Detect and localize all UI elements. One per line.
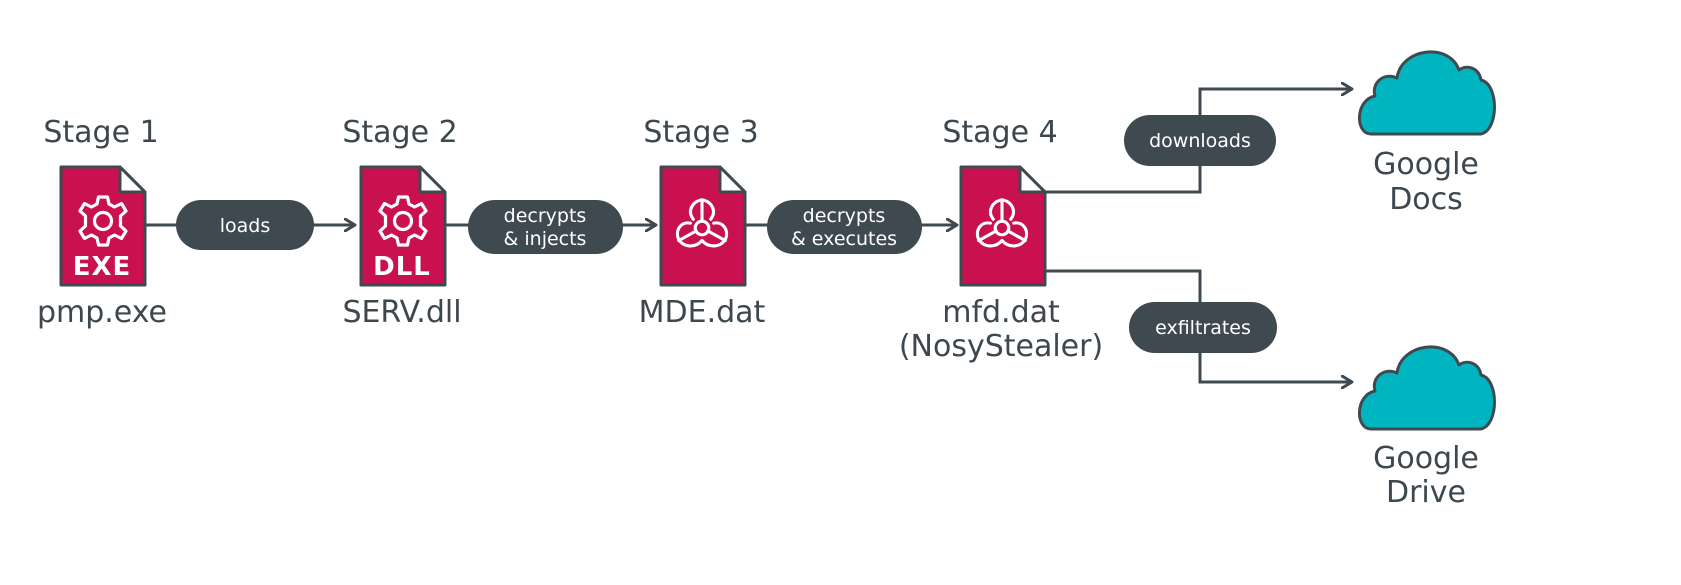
link-label: decrypts xyxy=(504,205,587,227)
dll-file-icon: DLL xyxy=(359,165,447,287)
dat-file-icon xyxy=(659,165,747,287)
link-label: decrypts xyxy=(803,205,886,227)
cloud-icon xyxy=(1357,345,1496,431)
cloud-icon xyxy=(1357,50,1496,136)
exe-file-icon: EXE xyxy=(59,165,147,287)
stage-title: Stage 4 xyxy=(942,115,1057,150)
cloud-target-label: Drive xyxy=(1386,475,1466,510)
link-pill-decrypts-injects: decrypts & injects xyxy=(468,200,623,254)
file-type-badge: EXE xyxy=(73,252,132,282)
dat-file-icon xyxy=(959,165,1047,287)
branch-pill-exfiltrates: exfiltrates xyxy=(1129,302,1277,353)
link-pill-decrypts-executes: decrypts & executes xyxy=(767,200,922,254)
file-name: SERV.dll xyxy=(342,295,461,330)
cloud-target-label: Google xyxy=(1373,441,1479,476)
file-name-subtitle: (NosyStealer) xyxy=(899,329,1103,364)
file-type-badge: DLL xyxy=(373,252,431,282)
file-name: MDE.dat xyxy=(639,295,766,330)
link-label: & injects xyxy=(504,228,587,250)
stage-title: Stage 3 xyxy=(643,115,758,150)
branch-pill-downloads: downloads xyxy=(1124,115,1276,166)
file-name: mfd.dat xyxy=(942,295,1060,330)
file-name: pmp.exe xyxy=(37,295,167,330)
link-label: & executes xyxy=(791,228,897,250)
cloud-target-label: Google xyxy=(1373,147,1479,182)
branch-label: exfiltrates xyxy=(1155,317,1251,339)
stage-title: Stage 1 xyxy=(43,115,158,150)
cloud-target-label: Docs xyxy=(1389,182,1463,217)
stage-title: Stage 2 xyxy=(342,115,457,150)
branch-label: downloads xyxy=(1149,130,1251,152)
link-label: loads xyxy=(220,215,271,237)
link-pill-loads: loads xyxy=(176,200,314,250)
